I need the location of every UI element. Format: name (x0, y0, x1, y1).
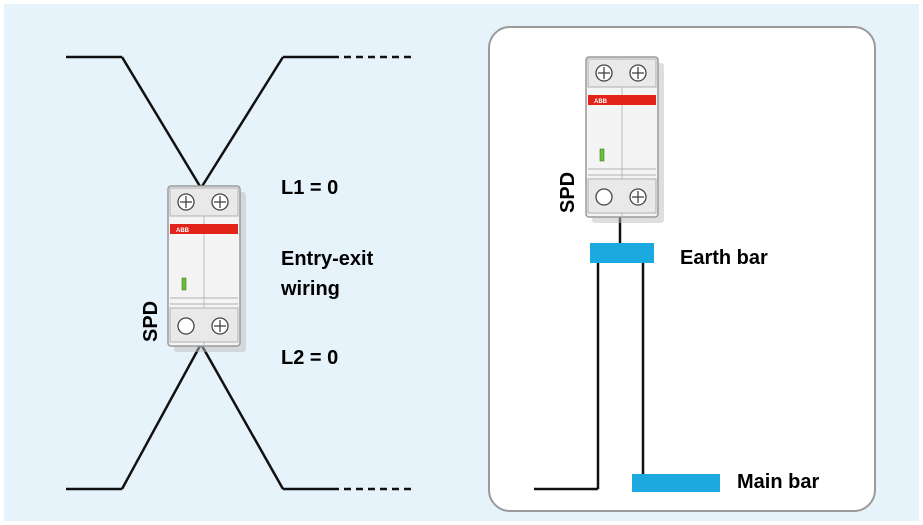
spd-label-right: SPD (557, 171, 579, 213)
right-panel (488, 26, 876, 512)
earth-bar-label: Earth bar (680, 247, 768, 269)
spd-device-left: ABB (167, 185, 247, 353)
l1-label: L1 = 0 (281, 177, 339, 199)
main-bar-label: Main bar (737, 471, 820, 493)
earth-line-outer (534, 262, 600, 491)
spd-label-left: SPD (140, 300, 162, 342)
l2-label: L2 = 0 (281, 347, 339, 369)
upper-line-left (66, 55, 203, 189)
spd-device-right: ABB (585, 56, 665, 224)
main-bar (632, 474, 720, 492)
earth-bar (590, 243, 654, 263)
upper-line-right (199, 55, 412, 189)
lower-line-left (66, 343, 203, 491)
spd-brand-right: ABB (594, 99, 608, 105)
lower-line-right (199, 343, 412, 491)
entry-exit-wiring-label: Entry-exit wiring (281, 248, 374, 300)
spd-brand-left: ABB (176, 228, 190, 234)
